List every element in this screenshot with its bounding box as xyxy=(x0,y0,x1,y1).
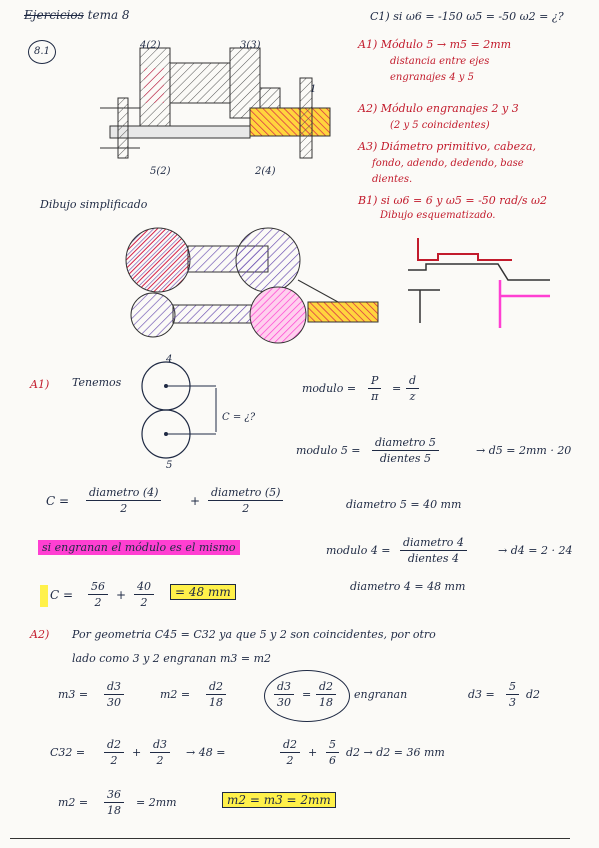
question-a3: A3) Diámetro primitivo, cabeza, xyxy=(358,140,537,153)
title-rest: tema 8 xyxy=(87,8,130,22)
m2-label: m2 = xyxy=(160,688,191,701)
gear-mechanism-drawing xyxy=(100,47,331,159)
question-a2: A2) Módulo engranajes 2 y 3 xyxy=(358,102,519,115)
m2b-result: = 2mm xyxy=(136,796,177,809)
c32-label: C32 = xyxy=(50,746,86,759)
c32-result: d2 → d2 = 36 mm xyxy=(346,746,445,759)
modulo-label: modulo = xyxy=(302,382,357,395)
gear-pair-sketch xyxy=(141,361,217,459)
modulo-eq: = xyxy=(392,382,402,395)
label-gear-2-4: 2(4) xyxy=(255,166,276,177)
c32-plus-2: + xyxy=(308,746,318,759)
question-a3-line3: dientes. xyxy=(372,174,413,185)
gear-5-label: 5 xyxy=(166,460,173,471)
result-plus: + xyxy=(116,588,127,602)
d3-label: d3 = xyxy=(468,688,495,701)
diametro5: diametro 5 = 40 mm xyxy=(346,498,462,511)
ring-eq: = xyxy=(302,688,312,701)
modulo4-result: → d4 = 2 · 24 xyxy=(498,544,573,557)
question-a1-line2: distancia entre ejes xyxy=(390,56,490,67)
label-gear-4-2: 4(2) xyxy=(140,40,161,51)
question-b1-line2: Dibujo esquematizado. xyxy=(380,210,496,221)
label-gear-5-2: 5(2) xyxy=(150,166,171,177)
a2-line1: Por geometria C45 = C32 ya que 5 y 2 son… xyxy=(72,628,436,641)
circled-equality xyxy=(264,670,350,722)
simplified-gear-drawing xyxy=(125,227,379,344)
title-strike: Ejercicios xyxy=(24,8,84,22)
question-c1: C1) si ω6 = -150 ω5 = -50 ω2 = ¿? xyxy=(370,10,564,23)
label-gear-1: 1 xyxy=(310,84,317,95)
title: Ejercicios tema 8 xyxy=(24,8,130,22)
result-bracket xyxy=(40,585,48,607)
question-a1-line3: engranajes 4 y 5 xyxy=(390,72,474,83)
c-frac-diam5: diametro (5)2 xyxy=(208,486,284,515)
ring-note: engranan xyxy=(354,688,408,701)
final-result: m2 = m3 = 2mm xyxy=(222,792,336,808)
simplified-label: Dibujo simplificado xyxy=(40,198,148,211)
result-c-value: = 48 mm xyxy=(170,584,236,600)
engranan-note: si engranan el módulo es el mismo xyxy=(38,540,240,555)
gear-4-label: 4 xyxy=(166,354,173,365)
modulo4-label: modulo 4 = xyxy=(326,544,391,557)
question-b1: B1) si ω6 = 6 y ω5 = -50 rad/s ω2 xyxy=(358,194,547,207)
c32-arrow: → 48 = xyxy=(186,746,226,759)
c32-plus: + xyxy=(132,746,142,759)
question-a3-line2: fondo, adendo, dedendo, base xyxy=(372,158,524,169)
result-c-label: C = xyxy=(50,588,74,602)
question-a1: A1) Módulo 5 → m5 = 2mm xyxy=(358,38,512,51)
m3-label: m3 = xyxy=(58,688,89,701)
modulo5-result: → d5 = 2mm · 20 xyxy=(476,444,572,457)
diametro4: diametro 4 = 48 mm xyxy=(350,580,466,593)
a1-label: A1) xyxy=(30,378,50,391)
c-frac-diam4: diametro (4)2 xyxy=(86,486,162,515)
a2-label: A2) xyxy=(30,628,50,641)
a1-tenemos: Tenemos xyxy=(72,376,122,389)
c-eq-label: C = xyxy=(46,494,70,508)
question-a2-line2: (2 y 5 coincidentes) xyxy=(390,120,490,131)
modulo5-label: modulo 5 = xyxy=(296,444,361,457)
d3-tail: d2 xyxy=(526,688,541,701)
schematic-drawing xyxy=(408,238,550,328)
m2b-label: m2 = xyxy=(58,796,89,809)
c-plus: + xyxy=(190,494,201,508)
label-gear-3-3: 3(3) xyxy=(240,40,261,51)
page-bottom-rule xyxy=(10,838,570,839)
c-distance-label: C = ¿? xyxy=(222,412,256,423)
a2-line2: lado como 3 y 2 engranan m3 = m2 xyxy=(72,652,272,665)
exercise-badge: 8.1 xyxy=(28,40,56,64)
